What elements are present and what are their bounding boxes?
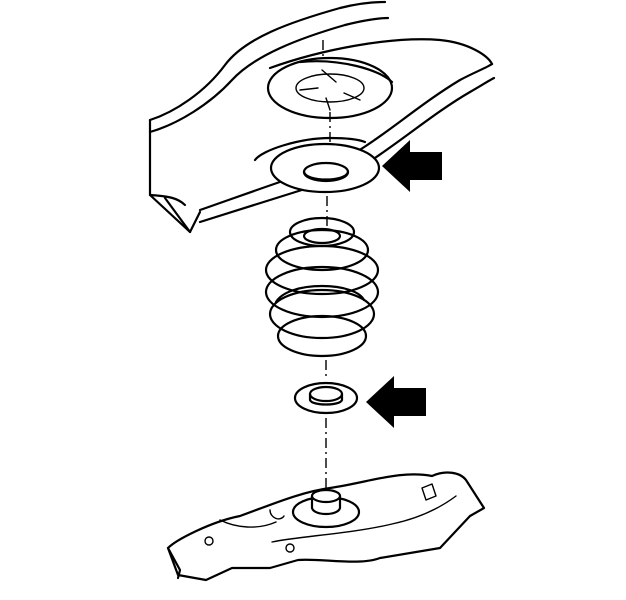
coil-spring <box>264 216 380 358</box>
body-mount <box>148 0 496 234</box>
upper-spring-seat <box>269 142 381 194</box>
center-axis <box>322 40 331 488</box>
arrow-lower <box>366 376 426 428</box>
lower-spring-seat <box>293 381 359 415</box>
arrow-upper <box>382 140 442 192</box>
lower-control-arm <box>166 471 486 582</box>
